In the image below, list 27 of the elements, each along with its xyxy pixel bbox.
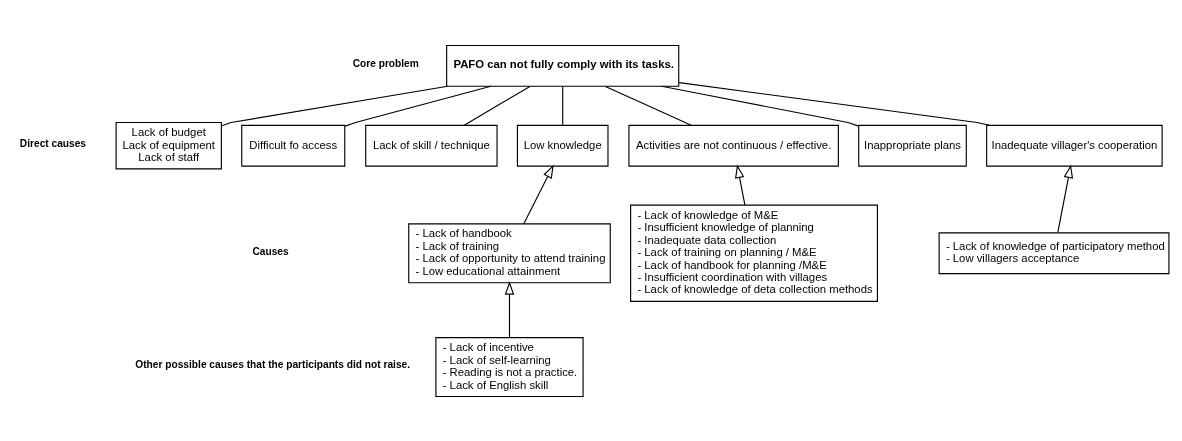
connector: [604, 85, 692, 126]
node-box: - Lack of knowledge of participatory method - Low villagers acceptance: [938, 231, 1170, 274]
label: Other possible causes that the participants did not raise.: [135, 358, 411, 370]
node-box: - Lack of incentive - Lack of self-learning - Reading is not a practice. - Lack of English skill: [435, 336, 584, 397]
node-box: PAFO can not fully comply with its tasks.: [446, 44, 680, 87]
node-box: Lack of skill / technique: [365, 124, 498, 167]
connector: [221, 85, 449, 126]
node-box: Low knowledge: [516, 124, 609, 167]
connector: [661, 85, 860, 127]
arrow: [1057, 163, 1074, 233]
node-box: - Lack of knowledge of M&E - Insufficient knowledge of planning - Inadequate data collection - Lack of training on planning / M&E - Lack of handbook for planning /M&E - Insufficient coordination with villages - Lack of knowledge of deta collection methods: [630, 204, 878, 302]
node-box: Inappropriate plans: [858, 124, 967, 167]
node-label: Core problem: [352, 57, 419, 69]
arrow: [734, 163, 746, 205]
label: Causes: [252, 245, 289, 257]
connector: [678, 81, 990, 126]
connector: [344, 85, 492, 127]
connector: [562, 85, 564, 126]
node-box: Inadequate villager's cooperation: [986, 124, 1163, 167]
label: Direct causes: [19, 137, 87, 149]
node-box: Lack of budget Lack of equipment Lack of staff: [115, 121, 222, 169]
connector: [463, 85, 531, 126]
node-box: Difficult fo access: [241, 124, 346, 167]
node-box: - Lack of handbook - Lack of training - Lack of opportunity to attend training - Low educational attainment: [408, 222, 611, 283]
arrow: [523, 164, 554, 224]
node-box: Activities are not continuous / effective.: [628, 124, 839, 167]
arrow: [504, 280, 515, 338]
